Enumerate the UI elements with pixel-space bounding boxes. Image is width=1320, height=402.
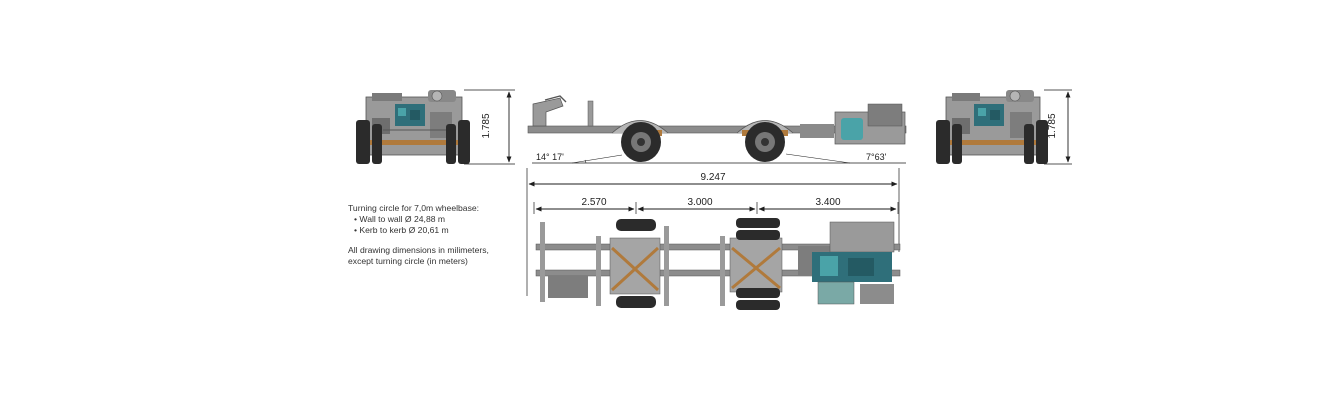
departure-angle-label: 7°63' bbox=[866, 152, 887, 162]
rear-overhang-label: 3.400 bbox=[815, 197, 840, 208]
wheelbase-label: 3.000 bbox=[687, 197, 712, 208]
units-note-line2: except turning circle (in meters) bbox=[348, 256, 468, 266]
wall-to-wall-item: • Wall to wall Ø 24,88 m bbox=[354, 214, 446, 224]
total-length-dimension: 9.247 bbox=[526, 168, 900, 296]
front-height-label: 1.785 bbox=[481, 113, 492, 138]
approach-angle-label: 14° 17' bbox=[536, 152, 564, 162]
front-height-dimension: 1.785 bbox=[464, 89, 515, 165]
total-length-label: 9.247 bbox=[700, 172, 725, 183]
top-view bbox=[535, 218, 901, 310]
rear-height-label: 1.785 bbox=[1047, 113, 1058, 138]
rear-view bbox=[936, 90, 1048, 164]
units-note-line1: All drawing dimensions in milimeters, bbox=[348, 245, 489, 255]
front-view bbox=[356, 90, 470, 164]
turning-circle-title: Turning circle for 7,0m wheelbase: bbox=[348, 203, 480, 213]
side-view bbox=[527, 95, 907, 162]
front-overhang-label: 2.570 bbox=[581, 197, 606, 208]
segment-dimensions: 2.570 3.000 3.400 bbox=[533, 197, 899, 214]
turning-circle-notes: Turning circle for 7,0m wheelbase: • Wal… bbox=[348, 203, 489, 267]
angle-indicators: 14° 17' 7°63' bbox=[532, 152, 906, 164]
rear-height-dimension: 1.785 bbox=[1044, 89, 1072, 165]
kerb-to-kerb-item: • Kerb to kerb Ø 20,61 m bbox=[354, 225, 449, 235]
